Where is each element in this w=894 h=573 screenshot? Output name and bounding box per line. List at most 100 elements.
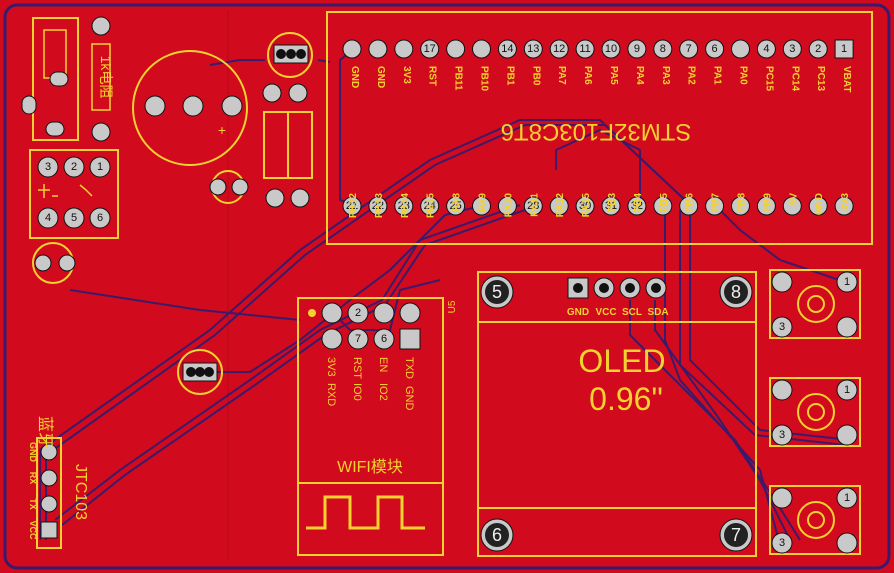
mcu-pin-label: PB7	[711, 193, 722, 213]
switch-pin-pad	[89, 156, 111, 178]
mcu-pin-label: PB1	[504, 66, 515, 86]
oled-corner-num: 5	[492, 282, 502, 302]
buzzer-pad	[182, 95, 204, 117]
mcu-pin-label: PC14	[789, 66, 800, 91]
mcu-pin-pad	[523, 39, 543, 59]
oled-pin-label: VCC	[595, 307, 616, 318]
mcu-pin-pad	[394, 196, 414, 216]
trace	[69, 289, 301, 321]
mcu-pin-pad	[808, 39, 828, 59]
button-pin-num: 3	[779, 429, 785, 441]
resistor-pad	[91, 16, 111, 36]
mcu-pin-pad	[368, 196, 388, 216]
mcu-pin-pad	[627, 39, 647, 59]
resistor-label: 1k电阻	[98, 56, 114, 99]
wifi-pad	[347, 302, 369, 324]
button-ring	[797, 285, 835, 323]
wifi-label: RST	[351, 357, 363, 379]
mcu-pin-num: 13	[527, 43, 539, 55]
wifi-antenna	[306, 495, 425, 530]
mcu-pin-label: PB8	[737, 193, 748, 213]
mcu-pin-pad	[523, 196, 543, 216]
mcu-pin-pad	[731, 39, 750, 59]
mcu-pin-label: GND	[349, 66, 360, 88]
led2-pad	[34, 254, 52, 272]
wifi-label: IO2	[377, 383, 389, 401]
mcu-pin-pad	[368, 39, 388, 59]
oled-pad-hole	[625, 283, 635, 293]
button-center	[807, 511, 825, 529]
bt-pin-label: TX	[28, 498, 38, 510]
mcu-pin-label: PB15	[426, 193, 437, 218]
transistor2-pad	[195, 367, 205, 377]
mcu-pin-label: GND	[375, 66, 386, 88]
buzzer-plus: +	[218, 122, 226, 138]
mcu-pin-label: PB4	[633, 193, 644, 213]
transistor2-outline	[177, 349, 223, 395]
mcu-pin-num: 23	[398, 200, 410, 212]
bt-title-alt: 蓝牙	[36, 416, 54, 448]
mcu-pin-num: 30	[579, 200, 591, 212]
mcu-pin-num: 6	[712, 43, 718, 55]
mcu-pin-pad	[627, 196, 647, 216]
mcu-pin-pad	[679, 39, 699, 59]
mcu-pin-label: PB3	[607, 193, 618, 213]
wifi-pad	[321, 328, 343, 350]
mcu-pin-pad	[782, 39, 802, 59]
trace	[679, 210, 846, 446]
transistor2-pad	[186, 367, 196, 377]
mcu-pin-num: 25	[449, 200, 461, 212]
capacitor-pad	[290, 188, 310, 208]
resistor-pad	[91, 122, 111, 142]
mcu-pin-pad	[601, 196, 621, 216]
mcu-pin-num: 2	[815, 43, 821, 55]
mcu-pin-num: 14	[501, 43, 513, 55]
oled-pin-label: GND	[567, 307, 589, 318]
led2-pad	[58, 254, 76, 272]
mcu-pin-pad	[653, 39, 673, 59]
mcu-pin-num: 28	[527, 200, 539, 212]
switch-pin-pad	[37, 207, 59, 229]
switch-pin-pad	[89, 207, 111, 229]
button-pin-num: 1	[844, 384, 850, 396]
button-pin-num: 3	[779, 321, 785, 333]
wifi-pad-square	[399, 328, 421, 350]
mcu-pin-label: PA6	[582, 66, 593, 85]
button-pad	[771, 487, 793, 509]
wifi-label: RXD	[325, 383, 337, 406]
mcu-pin-label: PB11	[453, 66, 464, 91]
button-pad	[771, 271, 793, 293]
mcu-pin-label: PA11	[529, 193, 540, 217]
mcu-pin-num: 12	[553, 43, 565, 55]
relay-pad	[45, 121, 65, 137]
button-pad	[836, 379, 858, 401]
mcu-pin-pad	[342, 39, 362, 59]
wifi-pad	[399, 302, 421, 324]
transistor-outline	[267, 32, 313, 78]
button-outline	[769, 485, 861, 555]
button-outline	[769, 377, 861, 447]
mcu-pin-label: GND	[814, 193, 825, 215]
wifi-pad	[373, 328, 395, 350]
mcu-pin-num: 31	[605, 200, 617, 212]
wifi-title: WIFI模块	[337, 458, 403, 476]
oled-title: OLED	[578, 343, 665, 379]
mcu-pin-label: PA8	[452, 193, 463, 212]
mcu-pin-label: PA3	[660, 66, 671, 85]
trace	[210, 204, 485, 373]
button-pad	[836, 316, 858, 338]
mcu-pin-pad	[679, 196, 699, 216]
button-pin-num: 3	[779, 537, 785, 549]
trace	[629, 300, 801, 541]
button-pad	[771, 424, 793, 446]
mcu-pin-num: 11	[579, 43, 590, 55]
mcu-pin-pad	[575, 39, 595, 59]
mcu-pin-pad	[420, 39, 440, 59]
mcu-pin-num: 9	[634, 43, 640, 55]
mcu-name: STM32F103C8T6	[501, 118, 692, 145]
oled-mount-inner	[724, 523, 748, 547]
mcu-pin-pad	[601, 39, 621, 59]
